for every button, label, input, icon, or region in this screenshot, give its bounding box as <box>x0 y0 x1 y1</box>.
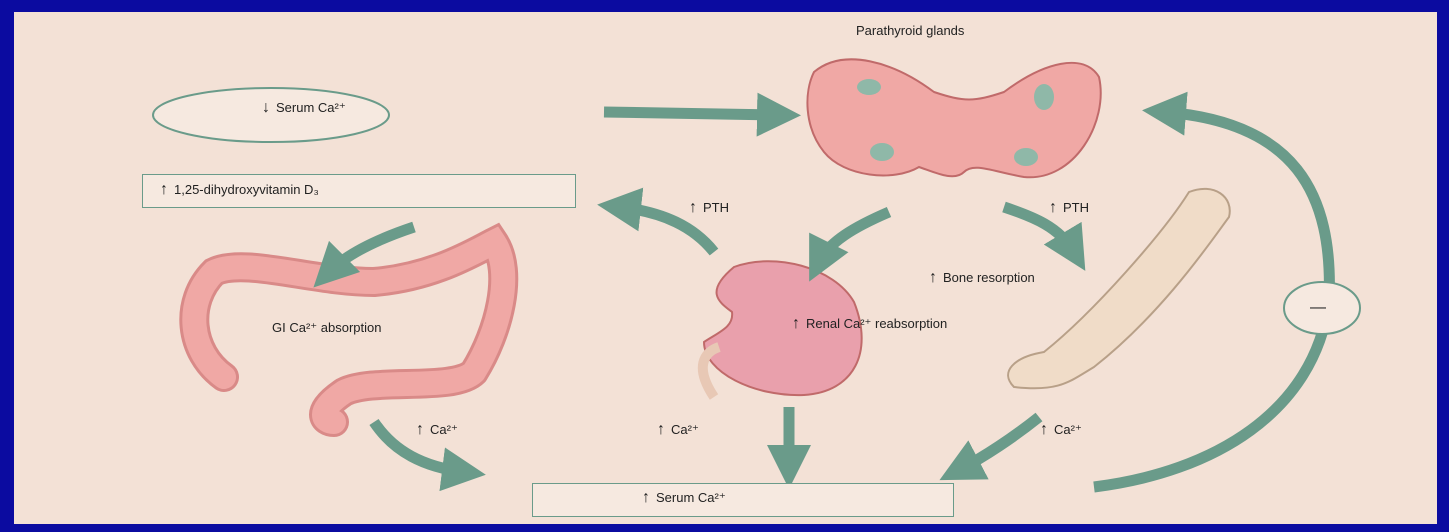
down-arrow-icon: ↓ <box>262 99 270 116</box>
inhibition-label: — <box>1310 300 1326 316</box>
serum-high-box <box>532 483 954 517</box>
up-arrow-icon: ↑ <box>416 421 424 438</box>
up-arrow-icon: ↑ <box>792 315 800 332</box>
up-arrow-icon: ↑ <box>160 181 168 198</box>
ca-kidney-label: ↑Ca²⁺ <box>657 422 699 438</box>
pth-left-label: ↑PTH <box>689 200 729 216</box>
pth-right-label: ↑PTH <box>1049 200 1089 216</box>
ca-gi-label: ↑Ca²⁺ <box>416 422 458 438</box>
up-arrow-icon: ↑ <box>689 199 697 216</box>
vitamin-d-label: ↑1,25-dihydroxyvitamin D₃ <box>160 182 319 198</box>
up-arrow-icon: ↑ <box>1049 199 1057 216</box>
up-arrow-icon: ↑ <box>642 489 650 506</box>
diagram-graphics <box>14 12 1437 524</box>
serum-low-label: ↓Serum Ca²⁺ <box>262 100 346 116</box>
up-arrow-icon: ↑ <box>1040 421 1048 438</box>
renal-reabsorption-label: ↑Renal Ca²⁺ reabsorption <box>792 316 962 332</box>
diagram-canvas: Parathyroid glands ↓Serum Ca²⁺ ↑1,25-dih… <box>14 12 1437 524</box>
up-arrow-icon: ↑ <box>929 269 937 286</box>
ca-bone-label: ↑Ca²⁺ <box>1040 422 1082 438</box>
bone-resorption-label: ↑Bone resorption <box>929 270 1089 286</box>
parathyroid-label: Parathyroid glands <box>856 23 964 39</box>
parathyroid-gland-illustration <box>807 59 1100 177</box>
gi-absorption-label: GI Ca²⁺ absorption <box>272 320 392 336</box>
arrow-bone-to-serum <box>959 417 1039 470</box>
arrow-parathyroid-to-kidney <box>819 212 889 262</box>
serum-high-label: ↑Serum Ca²⁺ <box>642 490 726 506</box>
up-arrow-icon: ↑ <box>657 421 665 438</box>
arrow-serum-to-parathyroid <box>604 112 779 115</box>
